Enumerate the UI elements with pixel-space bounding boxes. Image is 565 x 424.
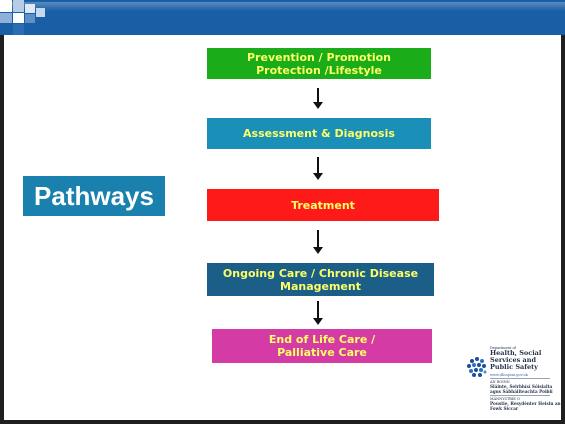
logo-name-ulster-scots: Poustie, Resydènter Heisin an Fowk Sicca… [490, 401, 561, 411]
arrow-down-icon [313, 230, 323, 254]
top-banner [0, 0, 565, 35]
decor-square [0, 24, 12, 35]
decor-square [25, 4, 35, 13]
decor-square [0, 0, 12, 12]
slide-title: Pathways [23, 176, 165, 216]
logo-maunystrie: MÄNNYSTRIE O [490, 397, 520, 401]
arrow-down-icon [313, 157, 323, 180]
decor-square [13, 24, 24, 35]
step-label: Prevention / Promotion Protection /Lifes… [247, 50, 391, 77]
step-assessment: Assessment & Diagnosis [207, 118, 431, 149]
step-treatment: Treatment [207, 189, 439, 221]
department-logo: Department of Health, Social Services an… [466, 346, 561, 420]
logo-text: Department of Health, Social Services an… [490, 346, 561, 411]
step-prevention: Prevention / Promotion Protection /Lifes… [207, 48, 431, 79]
frame-bottom [0, 420, 565, 424]
step-label: Treatment [291, 198, 355, 212]
dhssps-logo-icon [467, 357, 487, 377]
logo-department-of: Department of [490, 346, 516, 350]
logo-name-irish: Sláinte, Seirbhísí Sóisialta agus Sábhái… [490, 384, 553, 394]
decor-square [0, 13, 12, 23]
arrow-down-icon [313, 301, 323, 325]
logo-url: www.dhsspsni.gov.uk [490, 373, 528, 377]
step-label: Assessment & Diagnosis [243, 127, 395, 140]
step-ongoing-care: Ongoing Care / Chronic Disease Managemen… [207, 263, 434, 296]
banner-gloss [0, 2, 565, 11]
step-label: End of Life Care / Palliative Care [268, 333, 376, 359]
decor-square [36, 8, 45, 17]
step-end-of-life-care: End of Life Care / Palliative Care [212, 329, 432, 363]
decor-square [13, 0, 24, 12]
frame-left [0, 35, 4, 424]
arrow-down-icon [313, 88, 323, 109]
step-label: Ongoing Care / Chronic Disease Managemen… [222, 266, 419, 293]
decor-square [25, 14, 35, 23]
logo-name-english: Health, Social Services and Public Safet… [490, 349, 542, 371]
decor-square [13, 13, 24, 23]
logo-an-roinn: AN ROINN [490, 380, 510, 384]
frame-right [561, 35, 565, 424]
